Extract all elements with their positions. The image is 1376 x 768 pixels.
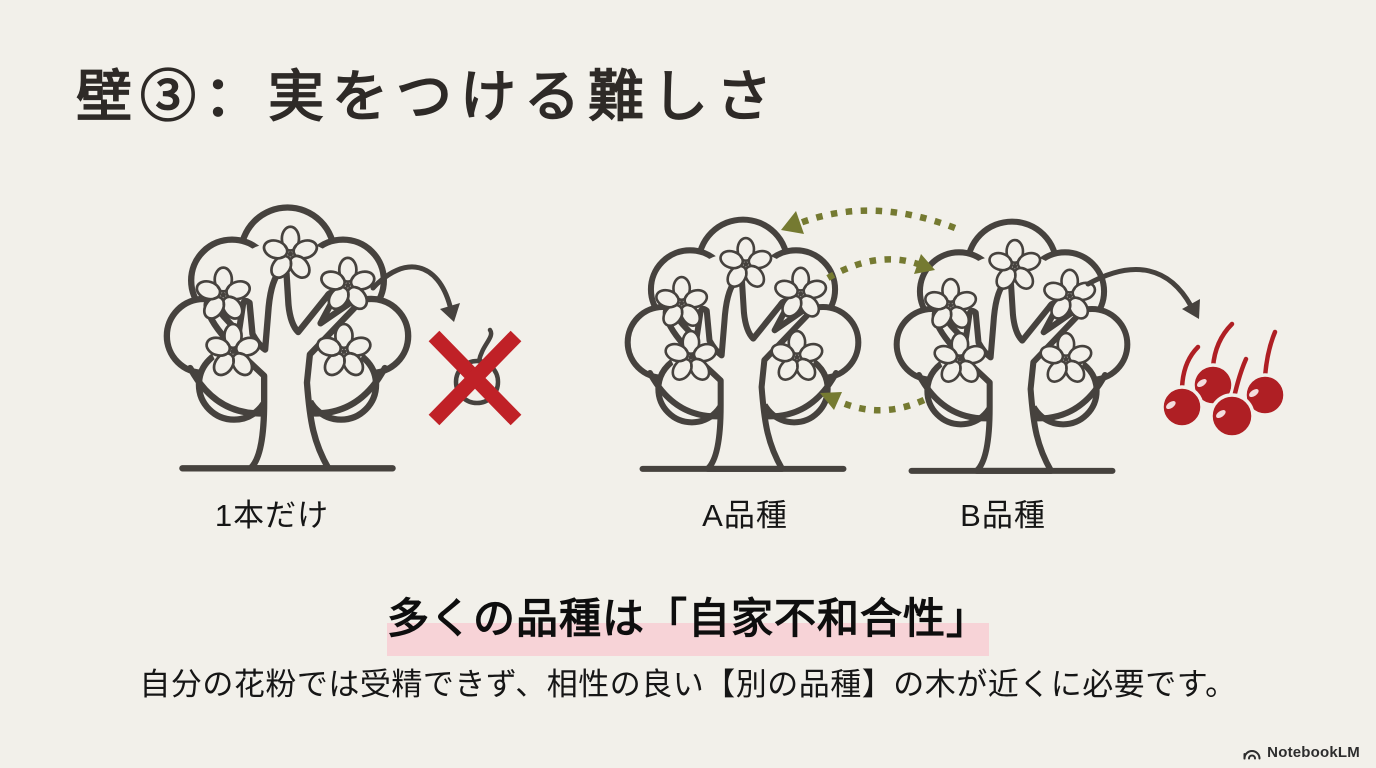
tree-a-illustration <box>622 201 864 480</box>
slide-title: 壁③：実をつける難しさ <box>76 67 780 129</box>
headline: 多くの品種は「自家不和合性」 <box>386 595 989 642</box>
tree-b-label: B品種 <box>960 498 1046 533</box>
single-tree-label: 1本だけ <box>214 498 330 533</box>
headline-wrap: 多くの品種は「自家不和合性」 <box>0 585 1376 656</box>
cherries-icon <box>1160 321 1287 439</box>
description: 自分の花粉では受精できず、相性の良い【別の品種】の木が近くに必要です。 <box>139 667 1237 702</box>
single-blossom-tree-illustration <box>161 188 414 480</box>
watermark-label: NotebookLM <box>1267 744 1360 761</box>
headline-highlight <box>387 623 989 656</box>
watermark: NotebookLM <box>1242 744 1360 761</box>
crossed-out-cherry-icon <box>428 327 522 426</box>
notebooklm-logo-icon <box>1243 749 1261 759</box>
tree-b-illustration <box>891 203 1133 482</box>
tree-a-label: A品種 <box>702 498 788 533</box>
